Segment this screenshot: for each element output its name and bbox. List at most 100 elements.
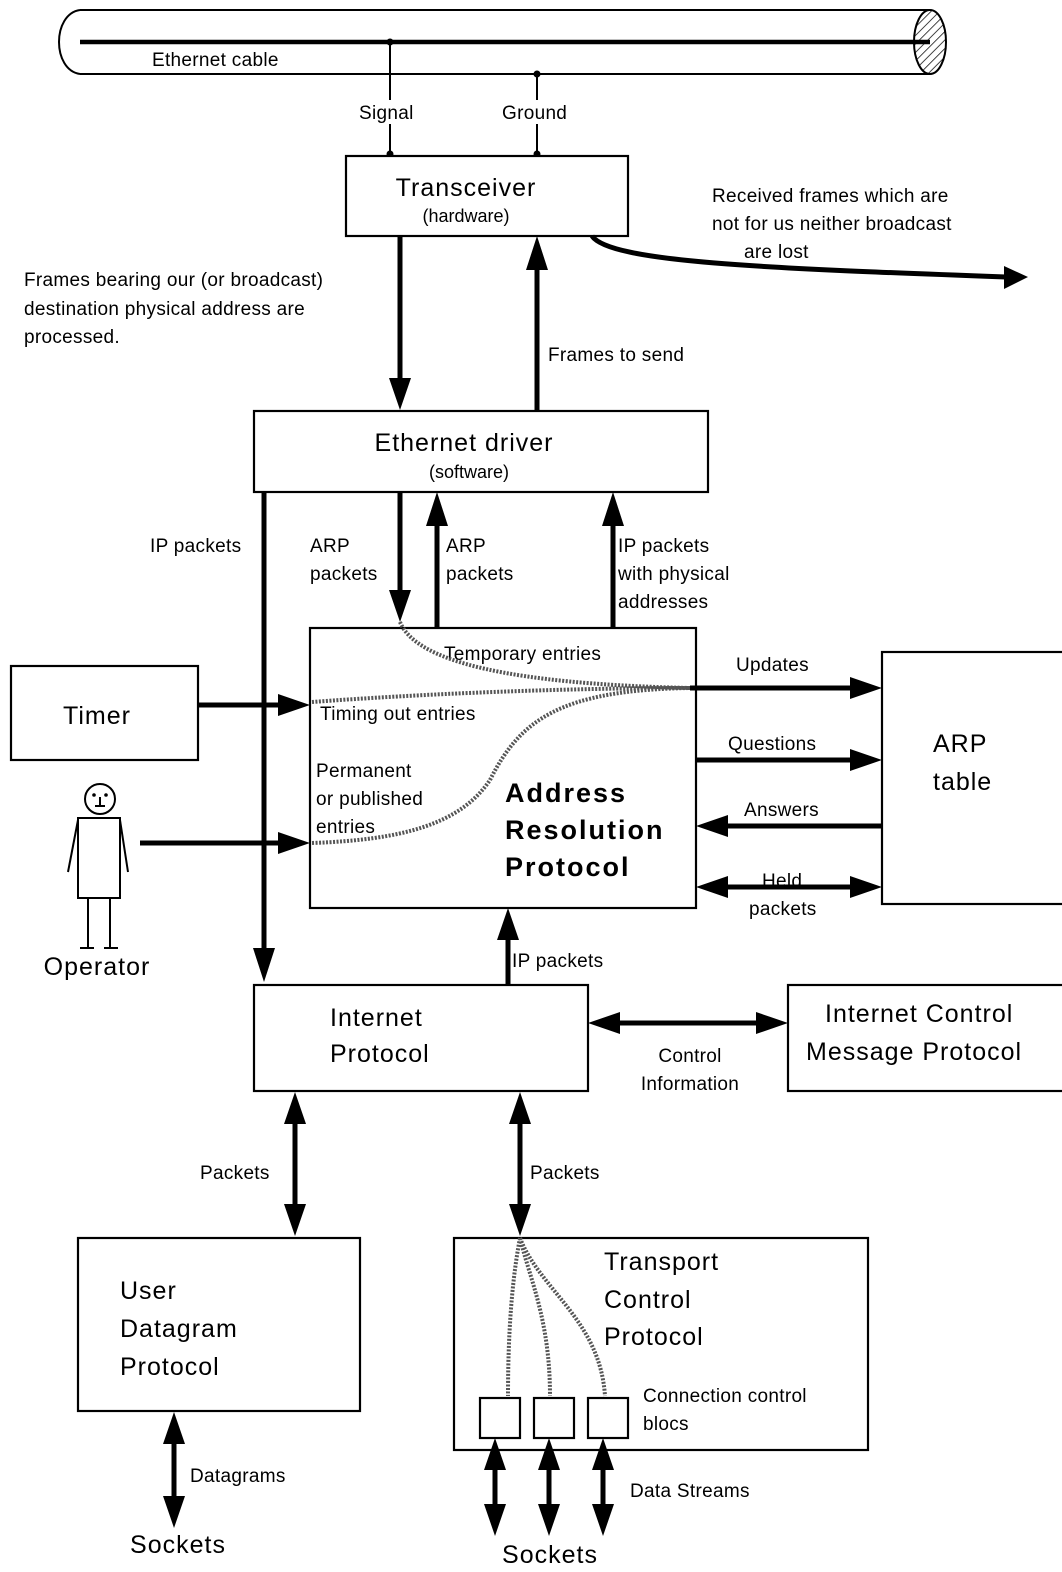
lost-note-line3: are lost	[744, 242, 809, 263]
arp-up-label-line2: packets	[446, 564, 514, 585]
ip-title-line1: Internet	[330, 1004, 423, 1032]
lost-frames-arrow	[589, 234, 1028, 289]
permanent-label-line2: or published	[316, 789, 423, 810]
udp-title-line3: Protocol	[120, 1353, 220, 1381]
tcp-packets-label: Packets	[530, 1163, 600, 1184]
tcp-sockets-label: Sockets	[502, 1541, 598, 1569]
arp-table-title-line1: ARP	[933, 730, 987, 758]
ethernet-driver-box: Ethernet driver (software)	[252, 409, 710, 494]
arp-entry-curves	[311, 621, 691, 845]
transceiver-subtitle: (hardware)	[422, 206, 509, 226]
arp-down-label-line2: packets	[310, 564, 378, 585]
updates-arrow	[690, 677, 882, 699]
connection-control-blocs	[478, 1396, 630, 1440]
frames-to-send-arrow	[526, 236, 548, 410]
timing-out-label: Timing out entries	[320, 704, 476, 725]
temporary-entries-label: Temporary entries	[444, 644, 601, 665]
udp-box: User Datagram Protocol	[76, 1236, 362, 1413]
tcp-box: Transport Control Protocol	[452, 1236, 870, 1452]
arp-packets-down-arrow	[389, 492, 411, 622]
ethernet-cable: Ethernet cable	[58, 9, 947, 75]
timer-box: Timer	[9, 664, 200, 762]
arp-protocol-box: Temporary entries Timing out entries Per…	[308, 626, 698, 910]
timer-arrow	[198, 694, 310, 716]
processed-note-line1: Frames bearing our (or broadcast)	[24, 270, 323, 291]
ip-to-arp-arrow	[497, 908, 519, 985]
arp-title-line1: Address	[505, 778, 627, 808]
signal-label: Signal	[359, 103, 414, 124]
ip-udp-arrow	[284, 1092, 306, 1236]
operator-figure	[67, 783, 129, 949]
ip-tcp-arrow	[509, 1092, 531, 1236]
internet-protocol-box: Internet Protocol	[252, 983, 590, 1093]
arp-down-label-line1: ARP	[310, 536, 350, 557]
data-stream-arrow-3	[592, 1438, 614, 1536]
tcp-title-line2: Control	[604, 1286, 692, 1314]
signal-line: Signal	[359, 38, 414, 158]
permanent-label-line3: entries	[316, 817, 375, 838]
udp-title-line2: Datagram	[120, 1315, 238, 1343]
control-bloc-1	[478, 1396, 522, 1440]
processed-note-line3: processed.	[24, 327, 120, 348]
data-stream-arrow-2	[538, 1438, 560, 1536]
answers-arrow	[696, 815, 882, 837]
ground-line: Ground	[502, 70, 567, 158]
udp-packets-label: Packets	[200, 1163, 270, 1184]
udp-sockets-label: Sockets	[130, 1531, 226, 1559]
ip-physical-label-line3: addresses	[618, 592, 708, 613]
operator-arrow	[140, 832, 310, 854]
control-information-arrow	[588, 1012, 788, 1034]
frames-to-send-label: Frames to send	[548, 345, 684, 366]
blocs-label-line2: blocs	[643, 1414, 689, 1435]
udp-title-line1: User	[120, 1277, 177, 1305]
ip-to-arp-label: IP packets	[512, 951, 603, 972]
transceiver-box: Transceiver (hardware)	[344, 154, 630, 238]
tcp-internal-curves	[506, 1237, 607, 1397]
received-frames-arrow	[389, 236, 411, 410]
lost-note-line2: not for us neither broadcast	[712, 214, 952, 235]
control-bloc-2	[532, 1396, 576, 1440]
held-label-line2: packets	[749, 899, 817, 920]
ip-physical-up-arrow	[602, 492, 624, 628]
datagrams-arrow	[163, 1412, 185, 1528]
permanent-label-line1: Permanent	[316, 761, 412, 782]
control-label-line2: Information	[641, 1074, 739, 1095]
timer-label: Timer	[63, 702, 131, 730]
datagrams-label: Datagrams	[190, 1466, 286, 1487]
icmp-title-line1: Internet Control	[825, 1000, 1013, 1028]
data-stream-arrow-1	[484, 1438, 506, 1536]
ground-label: Ground	[502, 103, 567, 124]
held-packets-arrow	[696, 876, 882, 898]
lost-note-line1: Received frames which are	[712, 186, 949, 207]
ip-physical-label-line2: with physical	[617, 564, 730, 585]
control-bloc-3	[586, 1396, 630, 1440]
arp-title-line3: Protocol	[505, 852, 631, 882]
blocs-label-line1: Connection control	[643, 1386, 807, 1407]
operator-label: Operator	[44, 953, 151, 981]
ethernet-cable-label: Ethernet cable	[152, 50, 279, 71]
updates-label: Updates	[736, 655, 809, 676]
arp-packets-up-arrow	[426, 492, 448, 628]
ethernet-driver-title: Ethernet driver	[375, 429, 554, 457]
ip-packets-label: IP packets	[150, 536, 241, 557]
processed-note-line2: destination physical address are	[24, 299, 305, 320]
arp-up-label-line1: ARP	[446, 536, 486, 557]
ip-physical-label-line1: IP packets	[618, 536, 709, 557]
transceiver-title: Transceiver	[396, 174, 537, 202]
arp-title-line2: Resolution	[505, 815, 665, 845]
questions-label: Questions	[728, 734, 816, 755]
arp-table-title-line2: table	[933, 768, 992, 796]
tcp-title-line1: Transport	[604, 1248, 719, 1276]
ip-packets-down-arrow	[253, 492, 275, 982]
icmp-box: Internet Control Message Protocol	[786, 983, 1062, 1093]
data-streams-label: Data Streams	[630, 1481, 750, 1502]
icmp-title-line2: Message Protocol	[806, 1038, 1022, 1066]
ip-title-line2: Protocol	[330, 1040, 430, 1068]
held-label-line1: Held	[762, 871, 802, 892]
answers-label: Answers	[744, 800, 819, 821]
questions-arrow	[696, 749, 882, 771]
control-label-line1: Control	[658, 1046, 721, 1067]
tcp-title-line3: Protocol	[604, 1323, 704, 1351]
arp-table-box: ARP table	[880, 650, 1062, 906]
